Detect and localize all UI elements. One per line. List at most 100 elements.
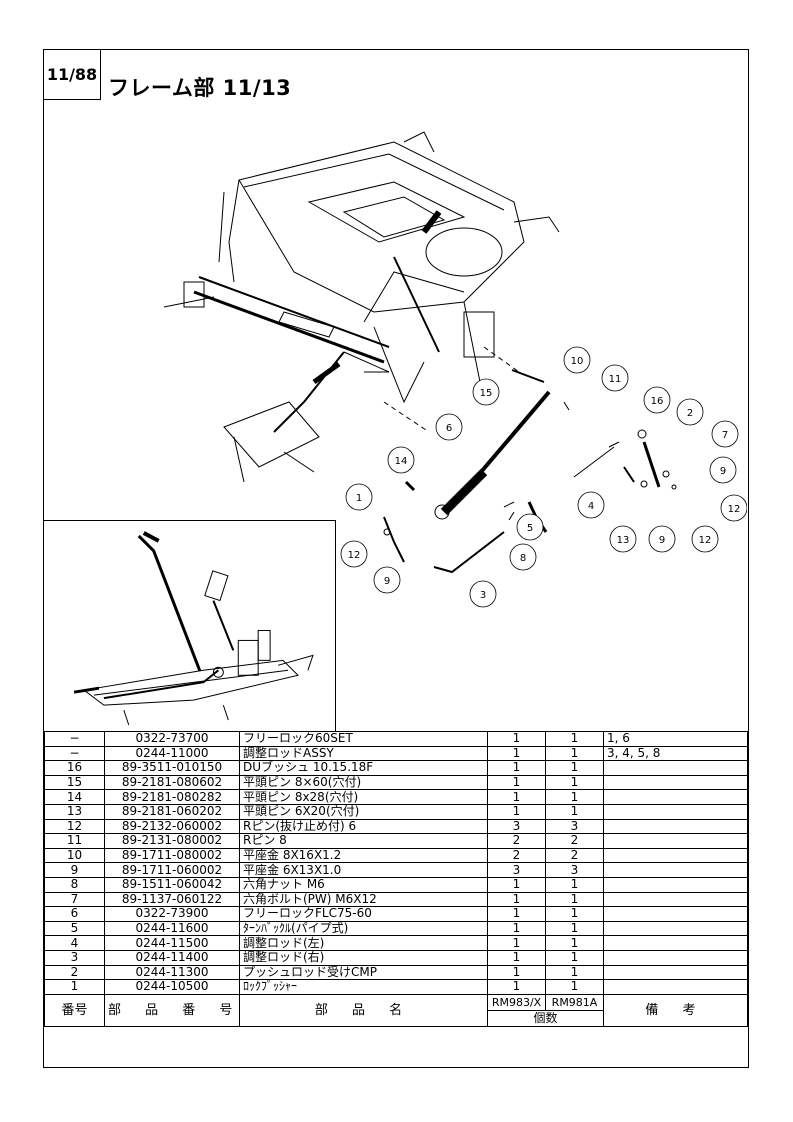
header-quantity: 個数: [487, 1009, 604, 1027]
row-part-name: 平頭ピン 6X20(穴付): [239, 803, 488, 820]
row-qty-a: 1: [545, 731, 604, 747]
row-qty-a: 1: [545, 920, 604, 937]
row-qty-a: 1: [545, 774, 604, 791]
row-qty-x: 1: [487, 760, 546, 776]
row-remarks: [603, 891, 748, 908]
page-label: 11/88: [44, 50, 101, 100]
row-qty-a: 1: [545, 935, 604, 951]
row-part-number: 0244-11400: [104, 949, 240, 966]
row-part-number: 0322-73700: [104, 731, 240, 747]
row-remarks: [603, 789, 748, 805]
row-part-name: ﾀｰﾝﾊﾞｯｸﾙ(パイプ式): [239, 920, 488, 937]
row-remarks: [603, 964, 748, 981]
row-part-name: 調整ロッドASSY: [239, 745, 488, 762]
row-remarks: [603, 979, 748, 995]
row-remarks: [603, 906, 748, 922]
row-part-number: 0244-11500: [104, 935, 240, 951]
callout-9b: 9: [659, 535, 665, 546]
callout-13: 13: [617, 535, 630, 546]
exploded-parts-diagram: 10 11 15 16 2 7 6 9 14 1 4 5 13 9 12 8 1…: [163, 131, 747, 608]
row-qty-x: 3: [487, 818, 546, 835]
callout-1: 1: [356, 493, 362, 504]
row-number: 6: [44, 906, 105, 922]
row-qty-a: 1: [545, 876, 604, 893]
row-remarks: [603, 818, 748, 835]
row-remarks: [603, 862, 748, 878]
row-number: 14: [44, 789, 105, 805]
row-qty-x: 1: [487, 876, 546, 893]
row-qty-x: 1: [487, 935, 546, 951]
row-number: 8: [44, 876, 105, 893]
callout-15: 15: [480, 388, 493, 399]
row-number: 13: [44, 803, 105, 820]
row-number: 4: [44, 935, 105, 951]
row-number: 2: [44, 964, 105, 981]
header-model-a: RM981A: [545, 993, 604, 1011]
row-qty-x: 1: [487, 774, 546, 791]
row-number: 1: [44, 979, 105, 995]
row-part-name: 六角ボルト(PW) M6X12: [239, 891, 488, 908]
row-qty-a: 1: [545, 906, 604, 922]
row-qty-a: 1: [545, 964, 604, 981]
row-number: 11: [44, 833, 105, 849]
row-number: 7: [44, 891, 105, 908]
table-header: 番号 部 品 番 号 部 品 名 RM983/X RM981A 備 考: [44, 993, 748, 1027]
row-number: 16: [44, 760, 105, 776]
row-part-number: 89-1137-060122: [104, 891, 240, 908]
assembled-view-inset: [44, 520, 336, 731]
callout-14: 14: [395, 456, 408, 467]
row-remarks: [603, 920, 748, 937]
callout-3: 3: [480, 590, 486, 601]
row-part-name: ﾛｯｸﾌﾟｯｼｬｰ: [239, 979, 488, 995]
row-qty-x: 1: [487, 964, 546, 981]
row-part-number: 89-3511-010150: [104, 760, 240, 776]
callout-7: 7: [722, 430, 728, 441]
row-qty-a: 3: [545, 862, 604, 878]
row-qty-x: 1: [487, 789, 546, 805]
callout-10: 10: [571, 356, 584, 367]
row-part-number: 89-2181-080602: [104, 774, 240, 791]
row-part-name: 調整ロッド(右): [239, 949, 488, 966]
row-part-name: 平頭ピン 8×60(穴付): [239, 774, 488, 791]
row-part-number: 89-2132-060002: [104, 818, 240, 835]
row-qty-a: 1: [545, 760, 604, 776]
row-qty-a: 1: [545, 979, 604, 995]
row-part-number: 0244-11600: [104, 920, 240, 937]
row-qty-x: 1: [487, 891, 546, 908]
header-part-name: 部 品 名: [239, 993, 488, 1027]
row-part-number: 0244-11000: [104, 745, 240, 762]
callout-5: 5: [527, 523, 533, 534]
callout-12b: 12: [699, 535, 712, 546]
row-remarks: [603, 803, 748, 820]
row-qty-a: 1: [545, 891, 604, 908]
row-qty-x: 1: [487, 745, 546, 762]
row-part-number: 89-1711-080002: [104, 847, 240, 864]
callout-11: 11: [609, 374, 622, 385]
callout-16: 16: [651, 396, 664, 407]
header-remarks: 備 考: [603, 993, 748, 1027]
header-part-number: 部 品 番 号: [104, 993, 240, 1027]
row-remarks: [603, 760, 748, 776]
page-title: フレーム部 11/13: [108, 76, 292, 100]
row-qty-a: 2: [545, 833, 604, 849]
row-part-name: Rピン 8: [239, 833, 488, 849]
callout-2: 2: [687, 408, 693, 419]
row-part-name: 調整ロッド(左): [239, 935, 488, 951]
callout-9a: 9: [720, 466, 726, 477]
row-part-name: 平座金 6X13X1.0: [239, 862, 488, 878]
row-remarks: 3, 4, 5, 8: [603, 745, 748, 762]
row-part-name: フリーロックFLC75-60: [239, 906, 488, 922]
row-qty-a: 1: [545, 789, 604, 805]
row-part-name: 六角ナット M6: [239, 876, 488, 893]
